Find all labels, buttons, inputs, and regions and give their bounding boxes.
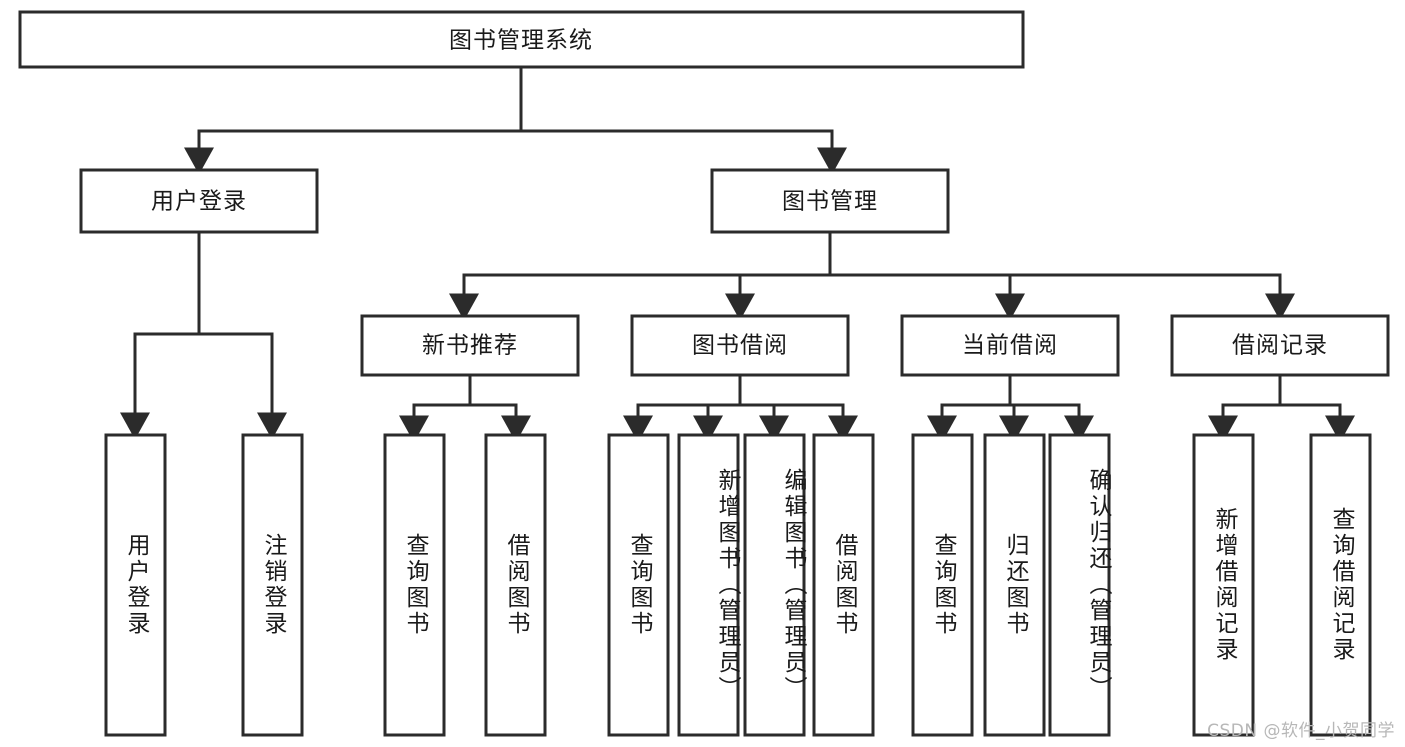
leaf-box-query-books-recommend[interactable] (383, 433, 446, 737)
node-new-book-recommend-box (360, 314, 580, 377)
leaf-box-query-borrow-record[interactable] (1309, 433, 1372, 737)
node-root-box (18, 10, 1025, 69)
node-book-borrow-label: 图书借阅 (692, 333, 788, 359)
node-user-login[interactable]: 用户登录 (79, 168, 319, 234)
node-book-borrow[interactable]: 图书借阅 (630, 314, 850, 377)
node-new-book-recommend-label: 新书推荐 (422, 333, 518, 359)
leaf-box-query-books-borrow[interactable] (607, 433, 670, 737)
node-user-login-label: 用户登录 (151, 189, 247, 215)
connector-user-login-to-leaves (120, 230, 287, 440)
leaf-box-logout[interactable] (241, 433, 304, 737)
connector-root-to-level2 (184, 65, 847, 175)
leaf-box-add-borrow-record[interactable] (1192, 433, 1255, 737)
connector-new-book-recommend-to-leaves (399, 373, 531, 443)
node-borrow-record-label: 借阅记录 (1232, 333, 1328, 359)
node-borrow-record[interactable]: 借阅记录 (1170, 314, 1390, 377)
node-book-management[interactable]: 图书管理 (710, 168, 950, 234)
connector-current-borrow-to-leaves (927, 373, 1094, 443)
leaf-box-confirm-return-admin[interactable] (1048, 433, 1111, 737)
node-current-borrow-label: 当前借阅 (962, 333, 1058, 359)
node-root-label: 图书管理系统 (449, 28, 593, 54)
leaf-box-add-book-admin[interactable] (677, 433, 740, 737)
connector-book-management-to-level3 (449, 230, 1295, 321)
leaf-box-query-books-current[interactable] (911, 433, 974, 737)
connector-book-borrow-to-leaves (623, 373, 858, 443)
csdn-watermark: CSDN @软件_小贺同学 (1207, 721, 1395, 741)
node-new-book-recommend[interactable]: 新书推荐 (360, 314, 580, 377)
node-root[interactable]: 图书管理系统 (18, 10, 1025, 69)
node-book-management-label: 图书管理 (782, 189, 878, 215)
node-current-borrow[interactable]: 当前借阅 (900, 314, 1120, 377)
leaf-boxes (104, 433, 1372, 737)
leaf-box-borrow-books-recommend[interactable] (484, 433, 547, 737)
leaf-box-user-login[interactable] (104, 433, 167, 737)
node-current-borrow-box (900, 314, 1120, 377)
leaf-box-edit-book-admin[interactable] (743, 433, 806, 737)
leaf-box-borrow-book[interactable] (812, 433, 875, 737)
node-user-login-box (79, 168, 319, 234)
leaf-box-return-book[interactable] (983, 433, 1046, 737)
connector-borrow-record-to-leaves (1208, 373, 1355, 443)
